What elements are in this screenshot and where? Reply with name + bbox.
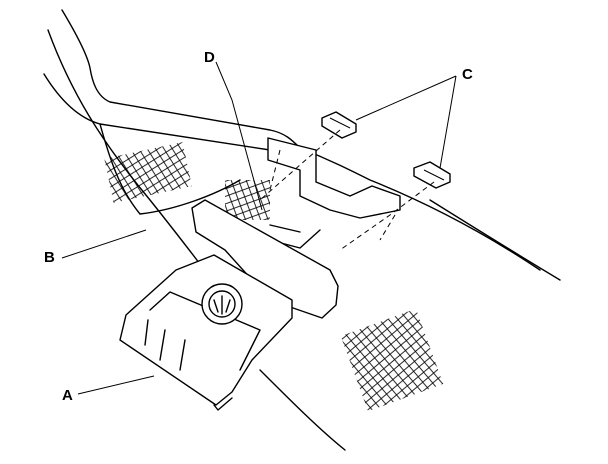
leader-lines bbox=[61, 61, 457, 395]
clip-c-lower bbox=[413, 161, 451, 189]
callout-c: C bbox=[462, 66, 473, 83]
callout-a: A bbox=[62, 387, 73, 404]
alignment-lines bbox=[259, 129, 435, 251]
callout-d: D bbox=[204, 49, 215, 66]
clip-c-upper bbox=[321, 111, 357, 139]
callout-b: B bbox=[44, 249, 55, 266]
cover-a bbox=[119, 199, 339, 411]
body-panel bbox=[43, 9, 561, 451]
bracket-d bbox=[261, 137, 401, 249]
